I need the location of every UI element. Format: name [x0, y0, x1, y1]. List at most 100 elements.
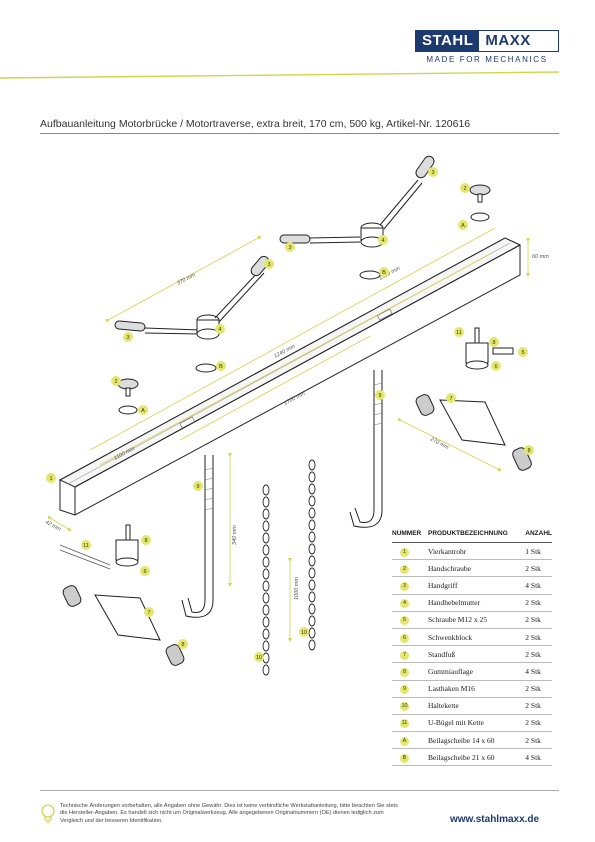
svg-text:7: 7: [147, 610, 150, 616]
svg-text:10: 10: [301, 630, 307, 636]
load-hook-left: [181, 455, 214, 618]
svg-text:4: 4: [218, 327, 221, 333]
header-qty: ANZAHL: [525, 530, 552, 543]
part-name: U-Bügel mit Kette: [428, 714, 526, 733]
callout-11b: 11: [454, 327, 464, 337]
part-qty: 2 Stk: [525, 611, 552, 629]
callout-7b: 7: [446, 393, 456, 403]
part-qty: 1 Stk: [525, 542, 552, 561]
part-number: 5: [400, 616, 409, 626]
part-qty: 2 Stk: [525, 645, 552, 664]
callout-3d: 3: [428, 167, 438, 177]
callout-1: 1: [46, 473, 56, 483]
brand-name-b: MAXX: [485, 32, 531, 49]
svg-text:8: 8: [144, 538, 147, 544]
svg-text:1: 1: [49, 476, 52, 482]
callout-3b: 3: [264, 259, 274, 269]
svg-text:8: 8: [181, 642, 184, 648]
part-number: 6: [400, 633, 409, 643]
callout-2a: 2: [111, 376, 121, 386]
svg-text:8: 8: [527, 448, 530, 454]
svg-text:6: 6: [143, 569, 146, 575]
svg-text:A: A: [141, 408, 145, 414]
website-link[interactable]: www.stahlmaxx.de: [450, 814, 540, 825]
header-accent-line: [0, 71, 560, 79]
callout-10a: 10: [254, 652, 264, 662]
part-qty: 2 Stk: [525, 731, 552, 750]
load-hook-right: [349, 370, 383, 528]
part-qty: 2 Stk: [525, 628, 552, 647]
dim-chain-label: 1000 mm: [294, 577, 300, 600]
part-number: 4: [400, 599, 409, 609]
parts-table-header: NUMMER PRODUKTBEZEICHNUNG ANZAHL: [392, 530, 552, 543]
brand-name-a: STAHL: [416, 31, 480, 51]
dim-hook-label: 340 mm: [232, 525, 238, 545]
svg-text:B: B: [219, 364, 223, 370]
part-number: 1: [400, 547, 409, 557]
part-qty: 2 Stk: [525, 594, 552, 612]
dim-foot-label: 270 mm: [428, 436, 450, 451]
callout-B1: B: [216, 361, 226, 371]
part-number: 2: [400, 564, 409, 574]
header-product: PRODUKTBEZEICHNUNG: [428, 530, 526, 543]
holding-chain-left: [262, 484, 270, 676]
svg-text:11: 11: [456, 330, 462, 336]
part-number: 9: [400, 685, 409, 695]
svg-text:11: 11: [83, 543, 89, 549]
callout-3a: 3: [123, 332, 133, 342]
callout-A1: A: [138, 405, 148, 415]
callout-5: 5: [518, 347, 528, 357]
part-name: Schraube M12 x 25: [428, 611, 526, 629]
part-name: Beilagscheibe 14 x 60: [428, 731, 526, 750]
part-number: B: [400, 753, 409, 763]
title-divider: [40, 133, 559, 134]
part-number: 7: [400, 650, 409, 660]
page-title: Aufbauanleitung Motorbrücke / Motortrave…: [40, 118, 471, 130]
svg-text:6: 6: [494, 364, 497, 370]
callout-8d: 8: [489, 337, 499, 347]
svg-text:3: 3: [267, 262, 270, 268]
svg-text:3: 3: [288, 245, 291, 251]
callout-11a: 11: [81, 540, 91, 550]
square-tube: [58, 237, 522, 516]
swivel-block-left: [59, 524, 139, 570]
part-name: Haltekette: [428, 697, 526, 715]
dim-width-label: 42 mm: [44, 519, 62, 532]
callout-7a: 7: [144, 607, 154, 617]
holding-chain-right: [308, 459, 316, 651]
brand-logo: STAHL MAXX MADE FOR MECHANICS: [415, 30, 559, 64]
svg-text:B: B: [382, 270, 386, 276]
part-number: 3: [400, 581, 409, 591]
part-name: Handschraube: [428, 559, 526, 578]
disclaimer-note: Technische Änderungen vorbehalten, alle …: [60, 803, 398, 824]
part-qty: 4 Stk: [525, 662, 552, 681]
callout-8b: 8: [524, 445, 534, 455]
callout-8c: 8: [141, 535, 151, 545]
svg-text:9: 9: [378, 393, 381, 399]
part-name: Lasthaken M16: [428, 680, 526, 698]
svg-text:2: 2: [463, 186, 466, 192]
callout-9a: 9: [193, 481, 203, 491]
handle-assembly-left: [114, 255, 270, 373]
callout-6b: 6: [491, 361, 501, 371]
callout-9b: 9: [375, 390, 385, 400]
handle-assembly-right: [279, 155, 435, 280]
stand-foot-right: [415, 394, 532, 471]
svg-text:10: 10: [256, 655, 262, 661]
callout-4a: 4: [215, 324, 225, 334]
part-number: 10: [400, 702, 409, 712]
svg-text:7: 7: [449, 396, 452, 402]
callout-3c: 3: [285, 242, 295, 252]
svg-text:5: 5: [521, 350, 524, 356]
part-name: Handgriff: [428, 576, 526, 595]
